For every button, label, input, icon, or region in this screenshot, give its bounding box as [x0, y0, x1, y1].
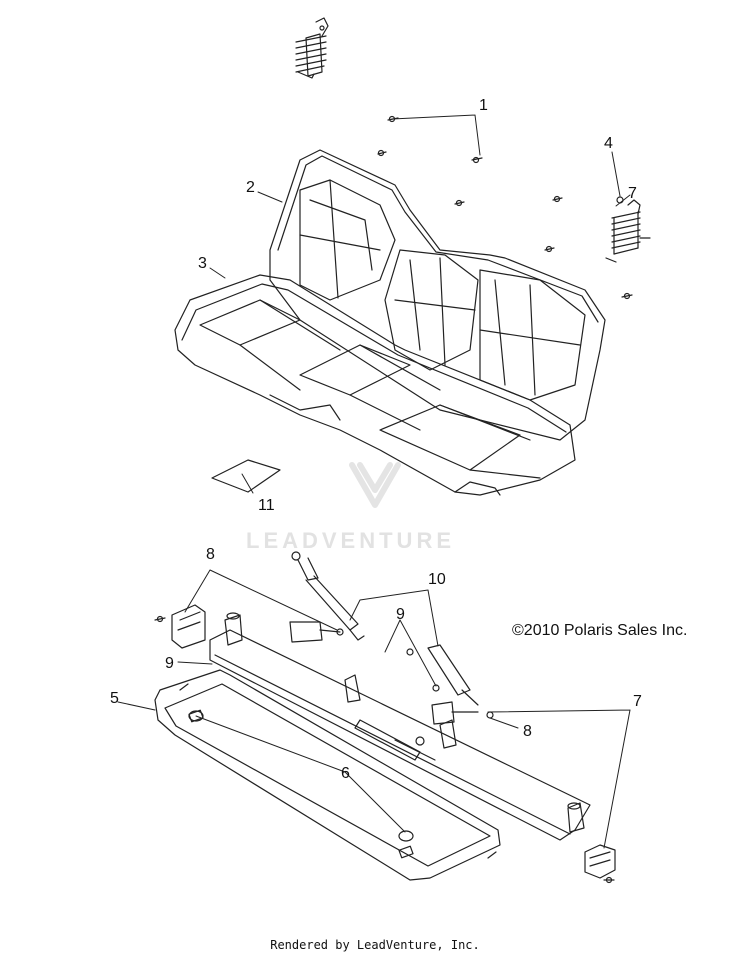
- callout-6: 6: [341, 765, 350, 782]
- seat-support-tube-part: [209, 612, 591, 841]
- callout-8-right: 8: [523, 723, 532, 740]
- seat-cushion-part: [174, 274, 576, 496]
- seat-back-part: [269, 149, 606, 441]
- callout-7-lower: 7: [633, 693, 642, 710]
- buckle-right-part: [584, 844, 616, 884]
- callout-2: 2: [246, 179, 255, 196]
- watermark-text: LEADVENTURE: [246, 528, 456, 553]
- spring-top-part: [295, 17, 329, 79]
- leader-lines: [117, 114, 631, 849]
- buckle-left-part: [154, 604, 206, 649]
- callout-11: 11: [258, 497, 275, 514]
- callout-9-left: 9: [165, 655, 174, 672]
- spring-right-part: [605, 196, 651, 263]
- watermark-logo: [349, 462, 401, 508]
- copyright-notice: ©2010 Polaris Sales Inc.: [512, 622, 688, 639]
- callout-1: 1: [479, 97, 488, 114]
- footer-credit: Rendered by LeadVenture, Inc.: [270, 938, 480, 952]
- callout-3: 3: [198, 255, 207, 272]
- bolt-parts: [377, 115, 633, 300]
- seat-frame-part: [154, 669, 501, 881]
- decal-part: [211, 459, 281, 493]
- callout-10: 10: [428, 571, 446, 588]
- callout-7-upper: 7: [628, 185, 637, 202]
- callout-8-left: 8: [206, 546, 215, 563]
- callout-4: 4: [604, 135, 613, 152]
- callout-9-right: 9: [396, 606, 405, 623]
- callout-5: 5: [110, 690, 119, 707]
